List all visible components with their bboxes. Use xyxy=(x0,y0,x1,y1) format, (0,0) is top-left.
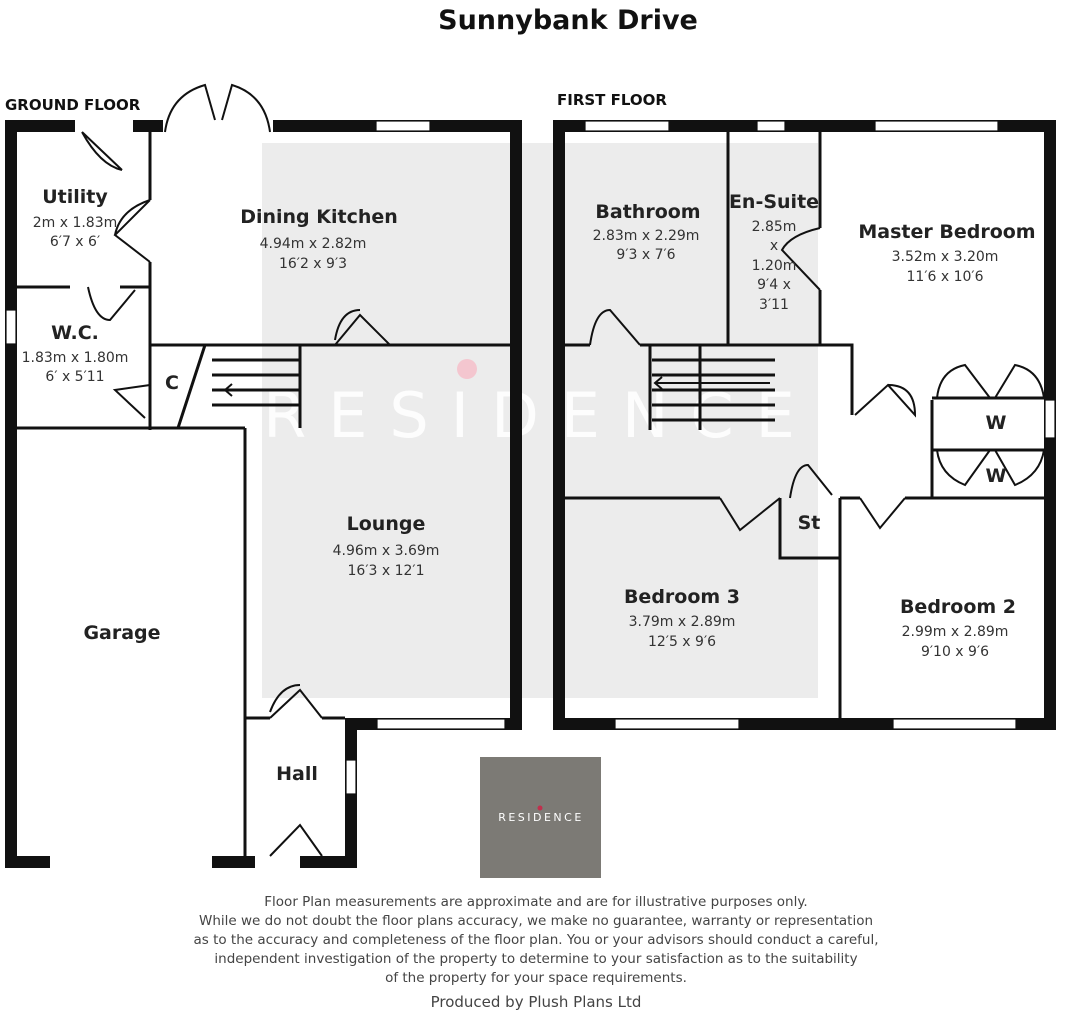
svg-text:9′3 x 7′6: 9′3 x 7′6 xyxy=(616,247,675,263)
room-cupboard: C xyxy=(165,372,179,394)
svg-text:9′10 x 9′6: 9′10 x 9′6 xyxy=(921,644,989,660)
room-wardrobe-1: W xyxy=(986,412,1007,434)
room-hall: Hall xyxy=(276,763,318,785)
plan-title: Sunnybank Drive xyxy=(438,5,698,36)
svg-text:9′4 x: 9′4 x xyxy=(757,277,791,293)
svg-text:Utility: Utility xyxy=(42,186,108,208)
room-utility: Utility 2m x 1.83m 6′7 x 6′ xyxy=(33,186,118,250)
svg-text:Bedroom 2: Bedroom 2 xyxy=(900,596,1016,618)
room-lounge: Lounge 4.96m x 3.69m 16′3 x 12′1 xyxy=(333,513,440,579)
producer-credit: Produced by Plush Plans Ltd xyxy=(430,993,642,1011)
svg-text:1.20m: 1.20m xyxy=(752,258,797,274)
svg-text:RESIDENCE: RESIDENCE xyxy=(498,811,584,824)
svg-text:En-Suite: En-Suite xyxy=(729,191,819,213)
room-master-bedroom: Master Bedroom 3.52m x 3.20m 11′6 x 10′6 xyxy=(858,221,1035,285)
room-bedroom-3: Bedroom 3 3.79m x 2.89m 12′5 x 9′6 xyxy=(624,586,740,650)
svg-text:x: x xyxy=(770,238,778,254)
svg-text:W.C.: W.C. xyxy=(51,322,99,344)
svg-text:2.85m: 2.85m xyxy=(752,219,797,235)
disclaimer-line: While we do not doubt the floor plans ac… xyxy=(198,913,874,929)
first-floor-label: FIRST FLOOR xyxy=(557,91,667,109)
svg-text:6′7 x 6′: 6′7 x 6′ xyxy=(50,234,100,250)
room-garage: Garage xyxy=(83,622,160,644)
svg-text:3.79m x 2.89m: 3.79m x 2.89m xyxy=(629,614,736,630)
room-wc: W.C. 1.83m x 1.80m 6′ x 5′11 xyxy=(22,322,129,385)
svg-text:2.99m x 2.89m: 2.99m x 2.89m xyxy=(902,624,1009,640)
svg-text:16′3 x 12′1: 16′3 x 12′1 xyxy=(348,563,425,579)
svg-text:12′5 x 9′6: 12′5 x 9′6 xyxy=(648,634,716,650)
svg-text:Master Bedroom: Master Bedroom xyxy=(858,221,1035,243)
room-dining-kitchen: Dining Kitchen 4.94m x 2.82m 16′2 x 9′3 xyxy=(240,206,398,272)
ground-floor-label: GROUND FLOOR xyxy=(5,96,141,114)
room-store: St xyxy=(798,512,821,534)
watermark-dot xyxy=(457,359,477,379)
svg-text:2.83m x 2.29m: 2.83m x 2.29m xyxy=(593,228,700,244)
svg-text:11′6 x 10′6: 11′6 x 10′6 xyxy=(907,269,984,285)
svg-text:Bedroom 3: Bedroom 3 xyxy=(624,586,740,608)
disclaimer-line: Floor Plan measurements are approximate … xyxy=(264,894,808,910)
svg-text:16′2 x 9′3: 16′2 x 9′3 xyxy=(279,256,347,272)
room-bathroom: Bathroom 2.83m x 2.29m 9′3 x 7′6 xyxy=(593,201,701,263)
room-bedroom-2: Bedroom 2 2.99m x 2.89m 9′10 x 9′6 xyxy=(900,596,1016,660)
svg-text:Bathroom: Bathroom xyxy=(595,201,700,223)
room-wardrobe-2: W xyxy=(986,465,1007,487)
residence-logo: RESIDENCE xyxy=(480,757,601,878)
disclaimer-line: independent investigation of the propert… xyxy=(214,951,858,967)
disclaimer-line: as to the accuracy and completeness of t… xyxy=(193,932,879,948)
svg-text:3.52m x 3.20m: 3.52m x 3.20m xyxy=(892,249,999,265)
ground-floor-interior xyxy=(17,83,510,857)
disclaimer: Floor Plan measurements are approximate … xyxy=(0,893,1072,988)
svg-text:2m x 1.83m: 2m x 1.83m xyxy=(33,215,118,231)
svg-text:Dining Kitchen: Dining Kitchen xyxy=(240,206,398,228)
svg-text:4.96m x 3.69m: 4.96m x 3.69m xyxy=(333,543,440,559)
ground-floor-walls xyxy=(5,120,522,868)
svg-text:4.94m x 2.82m: 4.94m x 2.82m xyxy=(260,236,367,252)
svg-text:3′11: 3′11 xyxy=(759,297,789,313)
svg-text:Lounge: Lounge xyxy=(347,513,426,535)
svg-text:6′ x 5′11: 6′ x 5′11 xyxy=(45,369,104,385)
first-floor-walls xyxy=(553,120,1056,730)
disclaimer-line: of the property for your space requireme… xyxy=(385,970,687,986)
svg-text:1.83m x 1.80m: 1.83m x 1.80m xyxy=(22,350,129,366)
first-floor-interior xyxy=(565,132,1045,718)
room-ensuite: En-Suite 2.85m x 1.20m 9′4 x 3′11 xyxy=(729,191,819,313)
